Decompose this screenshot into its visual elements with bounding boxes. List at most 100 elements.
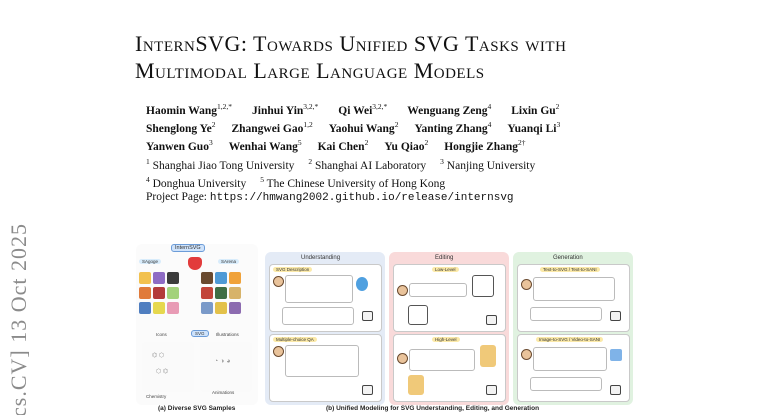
user-avatar-2 bbox=[273, 346, 284, 357]
author-name: Wenguang Zeng bbox=[407, 104, 488, 117]
affiliation-marker: 2 bbox=[308, 156, 313, 166]
robot-icon-4 bbox=[486, 385, 497, 395]
cloud-icon bbox=[139, 302, 151, 314]
author-affiliation-marker: 2 bbox=[555, 102, 560, 111]
robot-icon-3 bbox=[486, 315, 497, 325]
low-level-tag: Low-Level bbox=[432, 267, 459, 272]
author-name: Kai Chen bbox=[317, 141, 365, 154]
image-to-svg-card: Image-to-SVG / Video-to-SANI bbox=[517, 334, 630, 402]
affiliation-marker: 1 bbox=[146, 156, 150, 166]
user-avatar-6 bbox=[521, 349, 532, 360]
high-level-card: High-Level bbox=[393, 334, 506, 402]
title-line-1: InternSVG: Towards Unified SVG Tasks wit… bbox=[135, 31, 567, 56]
author-name: Shenglong Ye bbox=[146, 123, 212, 136]
heart-icon bbox=[188, 257, 202, 270]
svg-preview-icon bbox=[356, 277, 368, 291]
svg-badge: SVG bbox=[191, 330, 209, 337]
robot-icon-5 bbox=[610, 311, 621, 321]
user-avatar-4 bbox=[397, 353, 408, 364]
icons-grid bbox=[138, 271, 192, 327]
affiliation-name: Donghua University bbox=[149, 177, 247, 190]
yellow-icon bbox=[153, 302, 165, 314]
pink-icon bbox=[167, 302, 179, 314]
author-affiliation-marker: 5 bbox=[297, 138, 302, 148]
sarena-label: SArena bbox=[218, 259, 240, 264]
sagoge-label: SAgoge bbox=[139, 259, 162, 264]
question-bubble bbox=[285, 275, 353, 303]
author-name: Yanting Zhang bbox=[414, 123, 488, 136]
illustration-9-icon bbox=[229, 302, 241, 314]
generation-title: Generation bbox=[553, 255, 583, 261]
samples-panel: InternSVG SAgoge SArena Icons SVG bbox=[136, 244, 258, 405]
user-avatar-5 bbox=[521, 279, 532, 290]
green-icon bbox=[167, 287, 179, 299]
editing-panel: Editing Low-Level High-Level bbox=[389, 252, 509, 405]
illustration-2-icon bbox=[215, 272, 227, 284]
internsvg-badge: InternSVG bbox=[171, 244, 205, 252]
tv-icon bbox=[472, 275, 494, 297]
author-name: Yaohui Wang bbox=[328, 123, 395, 136]
generation-panel: Generation Text-to-SVG / Text-to-SANI Im… bbox=[513, 252, 633, 405]
author-block: Haomin Wang1,2,*Jinhui Yin3,2,*Qi Wei3,2… bbox=[146, 100, 746, 206]
author-name: Jinhui Yin bbox=[252, 104, 304, 117]
author-affiliation-marker: 3,2,* bbox=[303, 102, 319, 111]
author-name: Zhangwei Gao bbox=[231, 123, 304, 136]
author-affiliation-marker: 3,2,* bbox=[372, 102, 388, 111]
author-name: Yanwen Guo bbox=[146, 141, 209, 154]
author-affiliation-marker: 3 bbox=[556, 120, 561, 130]
project-page-label: Project Page: bbox=[146, 191, 207, 204]
svg-description-card: SVG Description bbox=[269, 264, 382, 332]
animations-area: ◔ ◑ ◕ bbox=[200, 342, 252, 392]
chemistry-area: ⌬ ⬡ ⬡ ⌬ bbox=[142, 342, 194, 392]
author-name: Hongjie Zhang bbox=[444, 141, 519, 154]
author-affiliation-marker: 4 bbox=[487, 120, 492, 130]
dark-icon bbox=[167, 272, 179, 284]
mcq-bubble bbox=[285, 345, 359, 377]
image-request-bubble bbox=[533, 347, 607, 371]
affiliation-name: Nanjing University bbox=[443, 159, 536, 172]
svg-description-tag: SVG Description bbox=[273, 267, 313, 272]
red-icon bbox=[153, 287, 165, 299]
user-avatar-3 bbox=[397, 285, 408, 296]
orange-icon bbox=[139, 287, 151, 299]
author-affiliation-marker: 2 bbox=[211, 120, 216, 130]
edit-request-bubble bbox=[409, 283, 467, 297]
author-name: Qi Wei bbox=[338, 104, 373, 117]
molecule-2-icon: ⬡ ⌬ bbox=[156, 369, 169, 375]
robot-icon-2 bbox=[362, 385, 373, 395]
multiple-choice-tag: Multiple-choice QA bbox=[273, 337, 317, 342]
illustrations-label: Illustrations bbox=[216, 332, 239, 337]
answer-bubble bbox=[282, 307, 354, 325]
author-affiliation-marker: 2 bbox=[424, 138, 429, 148]
teaser-figure: InternSVG SAgoge SArena Icons SVG bbox=[136, 244, 636, 415]
svg-code-bubble-2 bbox=[530, 377, 602, 391]
author-affiliation-marker: 2† bbox=[518, 138, 526, 148]
project-page-link[interactable]: https://hmwang2002.github.io/release/int… bbox=[209, 192, 514, 205]
animation-icon: ◔ ◑ ◕ bbox=[214, 358, 231, 365]
affiliation-name: The Chinese University of Hong Kong bbox=[263, 177, 446, 190]
illustration-5-icon bbox=[215, 287, 227, 299]
affiliation-name: Shanghai Jiao Tong University bbox=[149, 159, 295, 172]
author-affiliation-marker: 2 bbox=[394, 120, 399, 130]
multiple-choice-card: Multiple-choice QA bbox=[269, 334, 382, 402]
robot-icon-6 bbox=[610, 385, 621, 395]
svg-code-bubble bbox=[530, 307, 602, 321]
paper-title: InternSVG: Towards Unified SVG Tasks wit… bbox=[135, 30, 695, 84]
illustration-1-icon bbox=[201, 272, 213, 284]
illustration-8-icon bbox=[215, 302, 227, 314]
chemistry-label: Chemistry bbox=[146, 394, 167, 399]
author-affiliation-marker: 1,2 bbox=[303, 120, 313, 130]
caption-a: (a) Diverse SVG Samples bbox=[158, 405, 236, 412]
text-to-svg-card: Text-to-SVG / Text-to-SANI bbox=[517, 264, 630, 332]
illustration-7-icon bbox=[201, 302, 213, 314]
understanding-panel: Understanding SVG Description Multiple-c… bbox=[265, 252, 385, 405]
author-name: Yuanqi Li bbox=[507, 123, 557, 136]
character-icon bbox=[480, 345, 496, 367]
affiliation-marker: 3 bbox=[440, 156, 444, 166]
author-name: Yu Qiao bbox=[384, 141, 425, 154]
affiliation-marker: 5 bbox=[260, 174, 264, 184]
